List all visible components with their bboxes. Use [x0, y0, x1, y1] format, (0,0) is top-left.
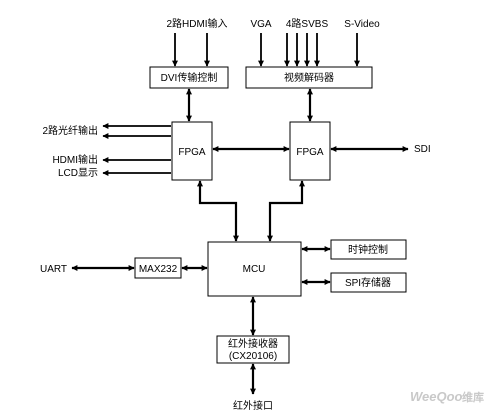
fpga-right-box: FPGA — [289, 121, 331, 181]
input-arrows — [172, 33, 360, 67]
output-arrows — [102, 123, 171, 176]
spi-label: SPI存储器 — [345, 276, 391, 289]
ir-receiver-box: 红外接收器 (CX20106) — [216, 335, 290, 364]
fpga-left-label: FPGA — [178, 147, 206, 158]
lcd-label: LCD显示 — [58, 167, 98, 179]
video-decoder-label: 视频解码器 — [284, 71, 334, 84]
svideo-label: S-Video — [344, 19, 380, 30]
hdmi-input-label: 2路HDMI输入 — [166, 17, 227, 30]
uart-label: UART — [40, 264, 67, 275]
connections — [71, 88, 409, 395]
ir-receiver-label-line1: 红外接收器 — [228, 337, 278, 350]
watermark: WeeQoo 维库 — [410, 389, 484, 404]
fpga-left-box: FPGA — [171, 121, 213, 181]
clock-label: 时钟控制 — [348, 243, 388, 256]
mcu-label: MCU — [243, 264, 266, 275]
svbs-label: 4路SVBS — [286, 17, 329, 30]
fpga-left-mcu-link — [197, 180, 239, 242]
fiber-output-label: 2路光纤输出 — [42, 124, 98, 137]
ir-port-label: 红外接口 — [233, 399, 273, 412]
vga-label: VGA — [250, 19, 271, 30]
spi-box: SPI存储器 — [330, 272, 407, 293]
dvi-label: DVI传输控制 — [161, 71, 218, 84]
fpga-right-mcu-link — [267, 180, 305, 242]
dvi-box: DVI传输控制 — [149, 66, 229, 89]
clock-box: 时钟控制 — [330, 239, 407, 260]
watermark-brand: WeeQoo — [410, 389, 463, 404]
max232-label: MAX232 — [139, 264, 178, 275]
fpga-right-label: FPGA — [296, 147, 324, 158]
max232-box: MAX232 — [134, 257, 182, 279]
hdmi-output-label: HDMI输出 — [52, 153, 98, 166]
sdi-label: SDI — [414, 144, 431, 155]
mcu-box: MCU — [207, 241, 302, 297]
watermark-suffix: 维库 — [462, 390, 484, 404]
video-decoder-box: 视频解码器 — [245, 66, 373, 89]
ir-receiver-label-line2: (CX20106) — [229, 351, 277, 362]
